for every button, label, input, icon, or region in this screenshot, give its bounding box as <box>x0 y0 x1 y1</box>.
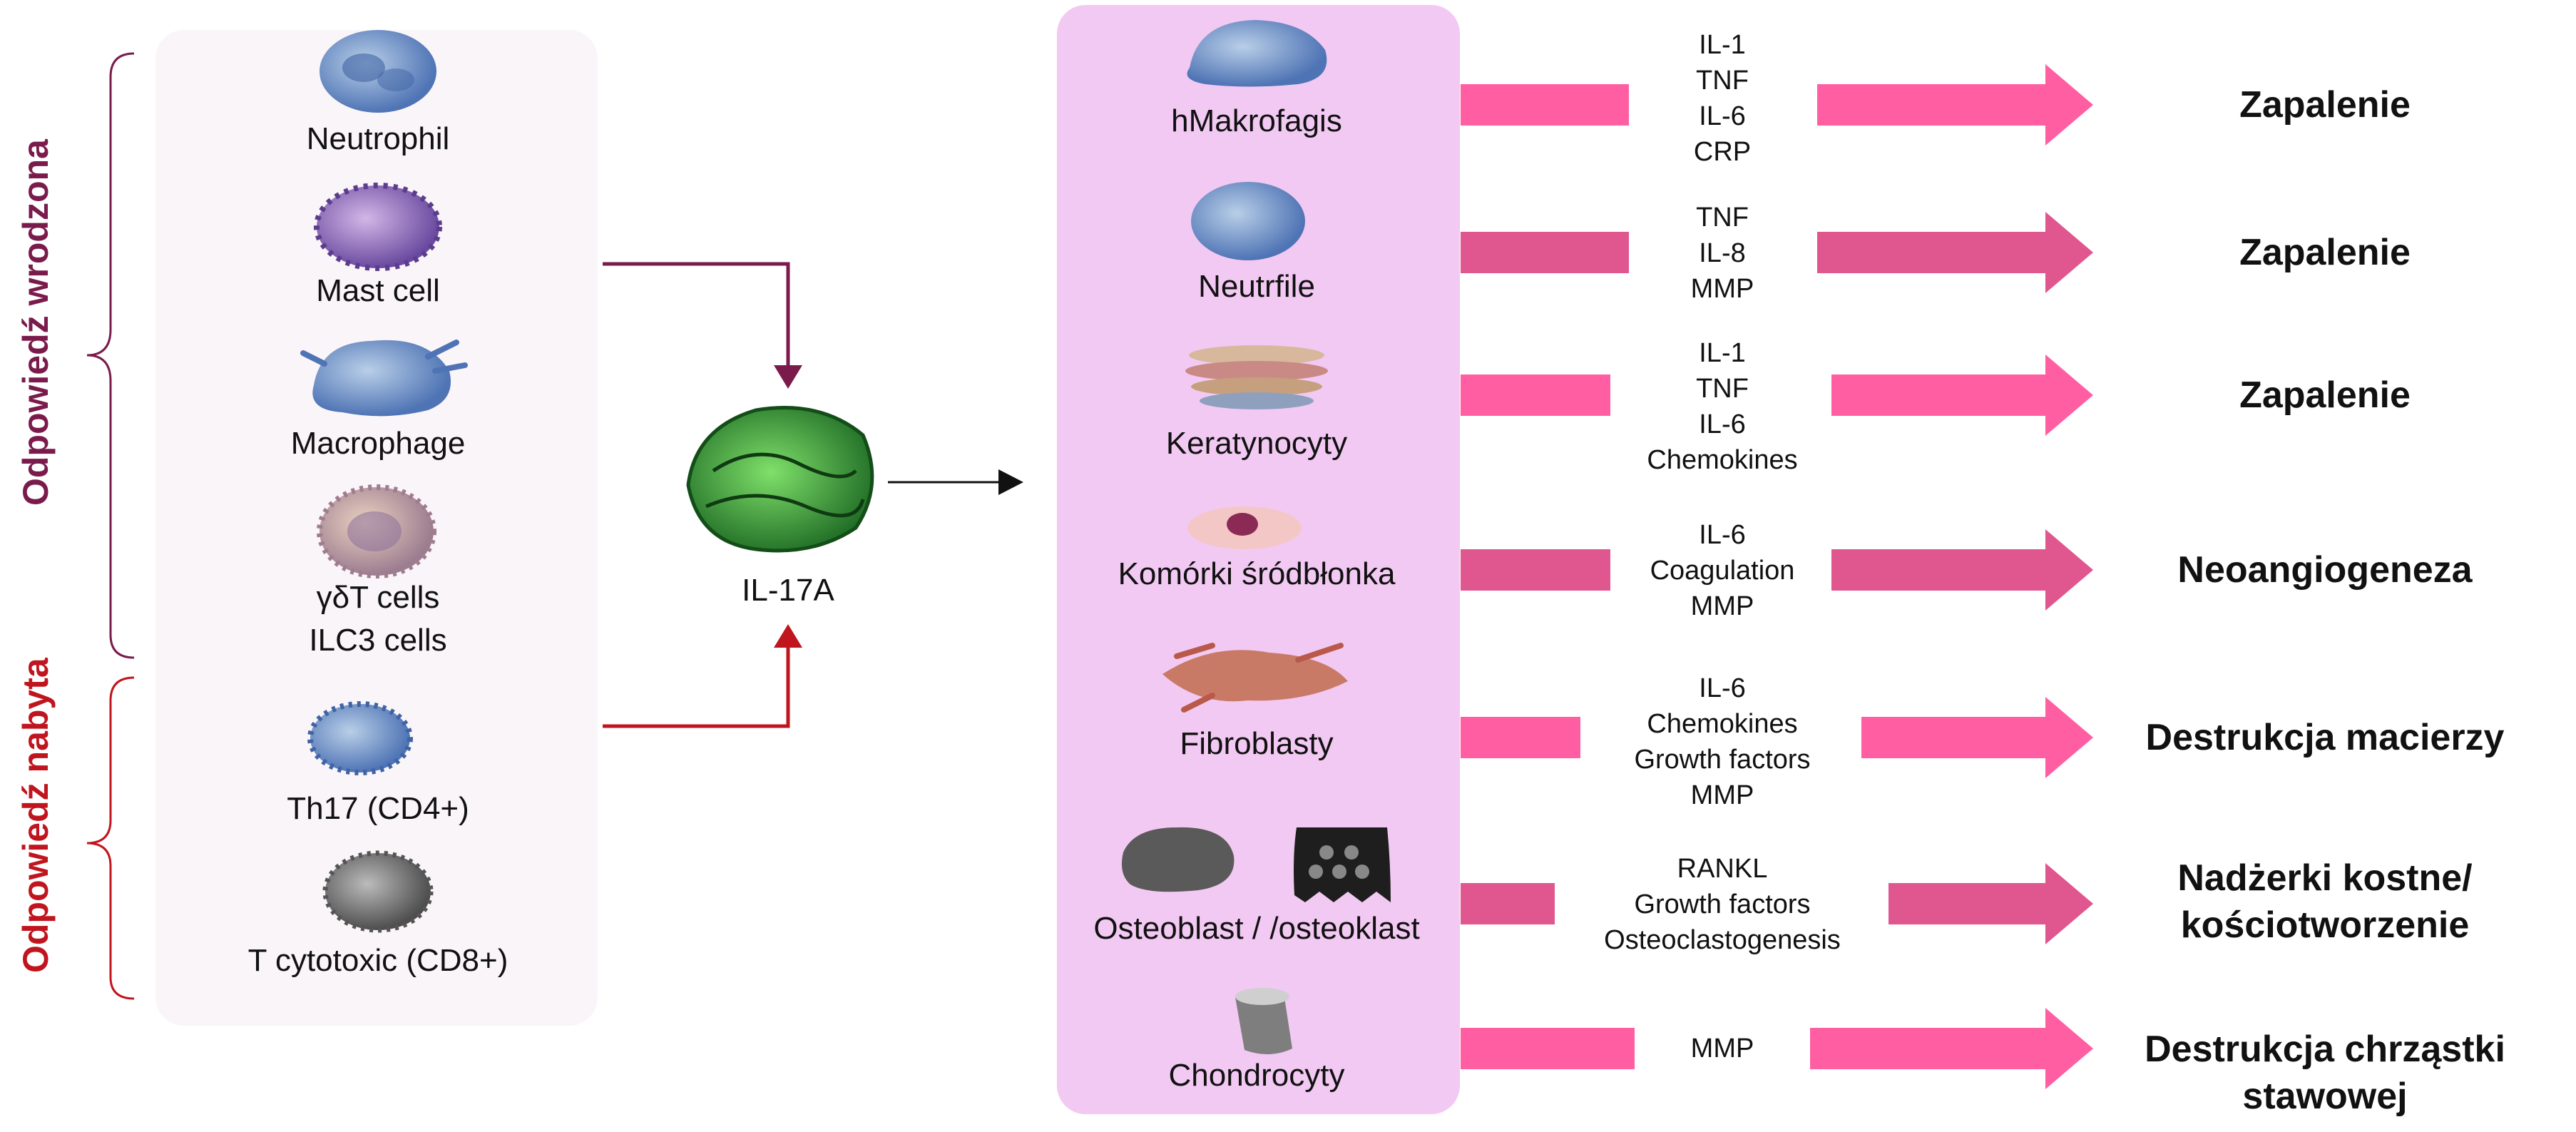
cytokines-7: MMP <box>1690 1034 1754 1064</box>
flow-bar-7 <box>1461 1028 1635 1069</box>
flow-bar-3 <box>1461 374 1610 416</box>
gdt-cell-icon <box>317 484 436 578</box>
fibroblast-icon <box>1162 643 1348 713</box>
adaptive-to-il17a-arrow <box>603 646 790 728</box>
flow-arrow-4 <box>1831 529 2093 611</box>
chondrocyte-icon <box>1235 988 1292 1055</box>
outcome-3: Zapalenie <box>2239 374 2411 416</box>
target-label-srodblonek: Komórki śródbłonka <box>1118 556 1396 591</box>
t-cytotoxic-cell-icon <box>322 850 434 933</box>
flow-arrow-2 <box>1817 212 2093 293</box>
flow-bar-5 <box>1461 717 1580 758</box>
mast-cell-icon <box>314 183 442 271</box>
osteoclast-icon <box>1294 827 1391 902</box>
t-cytotoxic-label: T cytotoxic (CD8+) <box>247 943 508 978</box>
target-label-neutrofile: Neutrfile <box>1198 269 1315 304</box>
outcome-1: Zapalenie <box>2239 84 2411 126</box>
target-label-chondrocyty: Chondrocyty <box>1168 1058 1345 1093</box>
outcome-4: Neoangiogeneza <box>2177 549 2473 591</box>
gdt-cells-label: γδT cells <box>316 580 440 615</box>
flow-bar-2 <box>1461 232 1629 273</box>
flow-arrow-1 <box>1817 64 2093 146</box>
il17a-protein-icon <box>686 406 874 553</box>
th17-cell-icon <box>307 701 413 775</box>
macrophage-icon <box>300 340 468 417</box>
innate-to-il17a-arrow <box>603 262 790 367</box>
flow-arrow-7 <box>1810 1008 2093 1089</box>
th17-label: Th17 (CD4+) <box>287 791 469 826</box>
outcome-5: Destrukcja macierzy <box>2145 717 2505 758</box>
innate-bracket <box>86 52 135 659</box>
mast-cell-label: Mast cell <box>316 273 440 308</box>
flow-bar-4 <box>1461 549 1610 591</box>
flow-arrow-6 <box>1888 863 2093 944</box>
target-label-makrofagi: hMakrofagis <box>1171 103 1342 138</box>
macrophage-label: Macrophage <box>290 426 466 461</box>
flow-bar-1 <box>1461 84 1629 126</box>
macrophage-target-icon <box>1187 20 1327 87</box>
osteoblast-icon <box>1121 827 1235 892</box>
flow-arrow-5 <box>1861 697 2093 778</box>
neutrophil-target-icon <box>1191 182 1305 260</box>
il17a-label: IL-17A <box>742 573 834 608</box>
neutrophil-label: Neutrophil <box>306 121 450 156</box>
outcome-2: Zapalenie <box>2239 232 2411 273</box>
target-label-osteoblast: Osteoblast / /osteoklast <box>1093 911 1420 946</box>
ilc3-cells-label: ILC3 cells <box>309 623 447 658</box>
neutrophil-icon <box>320 30 436 113</box>
adaptive-bracket <box>86 676 135 1000</box>
outcome-6: Nadżerki kostne/kościotworzenie <box>2177 857 2473 946</box>
flow-arrows <box>1461 64 2093 1089</box>
endothelial-cell-icon <box>1187 506 1302 549</box>
target-label-keratynocyty: Keratynocyty <box>1165 426 1348 461</box>
keratinocyte-icon <box>1185 345 1328 409</box>
target-label-fibroblasty: Fibroblasty <box>1180 726 1334 761</box>
flow-arrow-3 <box>1831 355 2093 436</box>
flow-bar-6 <box>1461 883 1555 924</box>
